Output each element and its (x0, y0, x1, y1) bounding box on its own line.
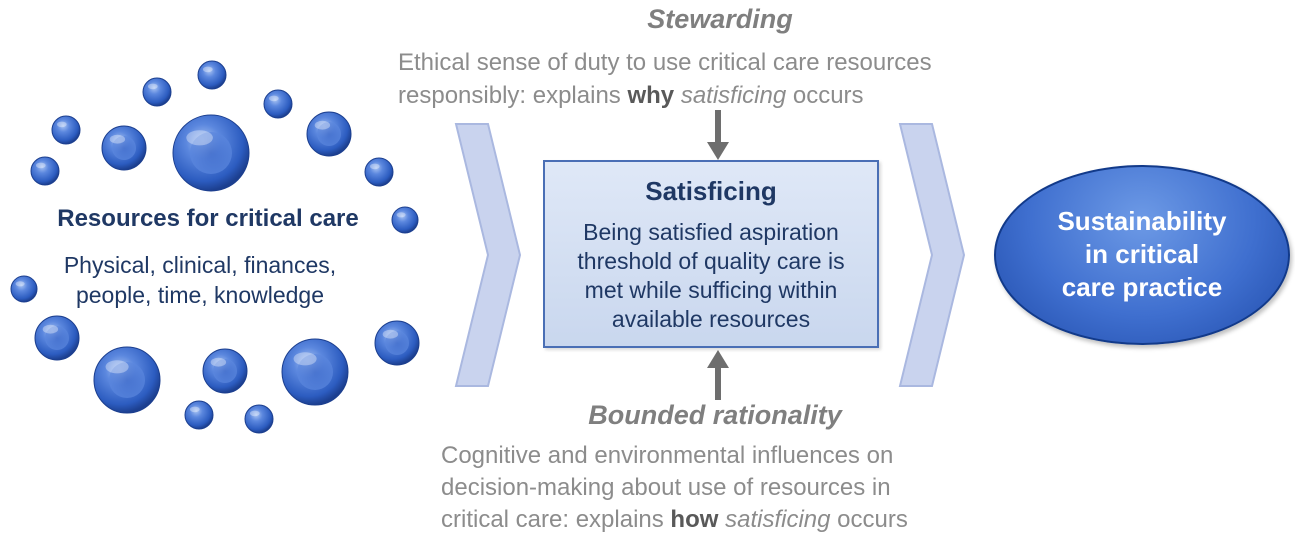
bubble-highlight-4 (56, 121, 67, 128)
bubble-highlight-1 (202, 66, 213, 73)
stewarding-line2-bold: why (627, 82, 675, 109)
bubble-core-13 (385, 331, 409, 355)
satisficing-line2: threshold of quality care is (577, 248, 845, 274)
bubble-highlight-11 (15, 281, 25, 287)
bubble-11 (10, 275, 38, 303)
bubble-8 (30, 156, 60, 186)
stewarding-line2-suffix: occurs (786, 82, 864, 109)
satisficing-line4: available resources (611, 306, 811, 332)
bubble-highlight-2 (147, 83, 158, 90)
stewarding-line1: Ethical sense of duty to use critical ca… (398, 49, 932, 76)
stewarding-line2-prefix: responsibly: explains (398, 82, 628, 109)
bubble-highlight-13 (382, 329, 399, 339)
bubble-core-6 (190, 132, 232, 174)
satisficing-description: Being satisfied aspiration threshold of … (545, 218, 877, 334)
bubble-4 (51, 115, 81, 145)
bubble-highlight-14 (105, 360, 129, 374)
bubble-highlight-5 (109, 134, 126, 144)
bubble-17 (184, 400, 214, 430)
bounded-line1: Cognitive and environmental influences o… (441, 442, 894, 469)
bubble-3 (263, 89, 293, 119)
resources-items-line1: Physical, clinical, finances, (63, 252, 337, 278)
satisficing-box: Satisficing Being satisfied aspiration t… (543, 160, 879, 348)
chevron-arrow-left (454, 123, 522, 387)
resources-items: Physical, clinical, finances, people, ti… (20, 250, 380, 310)
bubble-highlight-12 (42, 324, 59, 334)
bubble-highlight-17 (189, 406, 200, 413)
resources-items-line2: people, time, knowledge (75, 282, 325, 308)
chevron-arrow-right (898, 123, 966, 387)
bubble-2 (142, 77, 172, 107)
up-arrow-icon (707, 350, 729, 400)
stewarding-description: Ethical sense of duty to use critical ca… (398, 46, 1038, 112)
sustainability-line1: Sustainability (1057, 206, 1227, 236)
bounded-line3: critical care: explains how satisficing … (441, 504, 1041, 536)
sustainability-line2: in critical (1084, 239, 1200, 269)
bubble-core-12 (45, 326, 69, 350)
stewarding-line2: responsibly: explains why satisficing oc… (398, 79, 1038, 112)
bubble-highlight-15 (210, 357, 227, 367)
sustainability-oval: Sustainability in critical care practice (994, 165, 1290, 345)
bubble-core-16 (297, 354, 333, 390)
bubble-core-14 (109, 362, 145, 398)
satisficing-line1: Being satisfied aspiration (583, 219, 839, 245)
bubble-highlight-3 (268, 95, 279, 102)
bubble-highlight-18 (249, 410, 260, 417)
stewarding-line2-italic: satisficing (680, 82, 787, 109)
bubble-highlight-8 (35, 162, 46, 169)
bubble-core-5 (112, 136, 136, 160)
stewarding-title: Stewarding (647, 4, 793, 34)
bubble-highlight-7 (314, 120, 331, 130)
bubble-core-7 (317, 122, 341, 146)
bubble-highlight-6 (186, 130, 213, 146)
bounded-rationality-description: Cognitive and environmental influences o… (441, 440, 1041, 536)
bubble-highlight-16 (293, 352, 317, 366)
sustainability-text: Sustainability in critical care practice (996, 205, 1288, 304)
satisficing-line3: met while sufficing within (584, 277, 838, 303)
bubble-highlight-10 (396, 212, 406, 218)
satisficing-title: Satisficing (645, 176, 777, 206)
bounded-line3-prefix: critical care: explains (441, 506, 671, 533)
bubble-18 (244, 404, 274, 434)
bubble-highlight-9 (369, 163, 380, 170)
bubble-core-15 (213, 359, 237, 383)
bounded-line2: decision-making about use of resources i… (441, 474, 891, 501)
bounded-line3-suffix: occurs (830, 506, 908, 533)
bubble-10 (391, 206, 419, 234)
bounded-line3-italic: satisficing (725, 506, 831, 533)
down-arrow-icon (707, 110, 729, 160)
resources-title: Resources for critical care (57, 205, 359, 232)
bounded-line3-bold: how (670, 506, 719, 533)
bubble-1 (197, 60, 227, 90)
bounded-rationality-title: Bounded rationality (588, 400, 842, 430)
bubble-9 (364, 157, 394, 187)
sustainability-line3: care practice (1061, 272, 1223, 302)
